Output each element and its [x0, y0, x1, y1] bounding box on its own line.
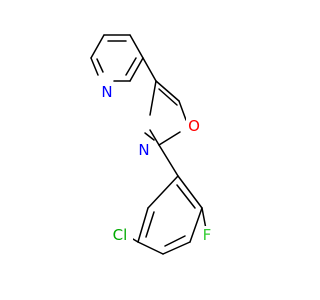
atom-cl: Cl — [108, 226, 133, 244]
bond-f — [201, 207, 207, 230]
bond-ox-1-inner — [158, 88, 178, 106]
bond-ph-3 — [162, 241, 191, 255]
bond-py-5 — [90, 57, 99, 76]
atom-n-pyridine-label: N — [101, 83, 112, 101]
atom-cl-label: Cl — [113, 226, 128, 244]
atom-n-pyridine: N — [99, 83, 116, 101]
bond-ph-1-inner — [176, 184, 196, 209]
bond-ox-1 — [155, 80, 180, 102]
bond-ox-4 — [149, 129, 160, 146]
bond-ph-3-inner — [164, 235, 186, 247]
bond-ph-1 — [177, 175, 203, 209]
bonds — [90, 34, 207, 255]
atom-f: F — [200, 226, 214, 244]
bond-py-ox — [142, 57, 157, 82]
bond-ph-2 — [189, 207, 203, 243]
bond-ph-4 — [137, 241, 164, 255]
bond-py-2 — [129, 34, 144, 59]
atoms: N N O Cl F — [99, 83, 214, 244]
atom-f-label: F — [203, 226, 212, 244]
atom-n-oxazole: N — [136, 140, 153, 159]
bond-ph-5 — [137, 207, 149, 243]
atom-o-oxazole-label: O — [188, 117, 200, 135]
bond-py-5-inner — [96, 58, 104, 73]
atom-o-oxazole: O — [186, 117, 203, 135]
bond-ox-3 — [158, 131, 181, 146]
bond-py-6 — [90, 34, 105, 59]
bond-ox-2 — [178, 100, 187, 121]
bond-py-3 — [129, 57, 144, 82]
bond-ph-6 — [147, 175, 179, 209]
bond-ox-4-inner — [144, 132, 155, 141]
atom-n-oxazole-label: N — [138, 141, 149, 159]
molecule-diagram: N N O Cl F — [90, 34, 214, 255]
bond-ph-5-inner — [145, 211, 155, 238]
bond-ox-ph — [158, 144, 179, 177]
molecule-svg: N N O Cl F — [90, 34, 214, 255]
bond-py-3-inner — [125, 57, 137, 76]
bond-ox-5 — [149, 80, 157, 116]
